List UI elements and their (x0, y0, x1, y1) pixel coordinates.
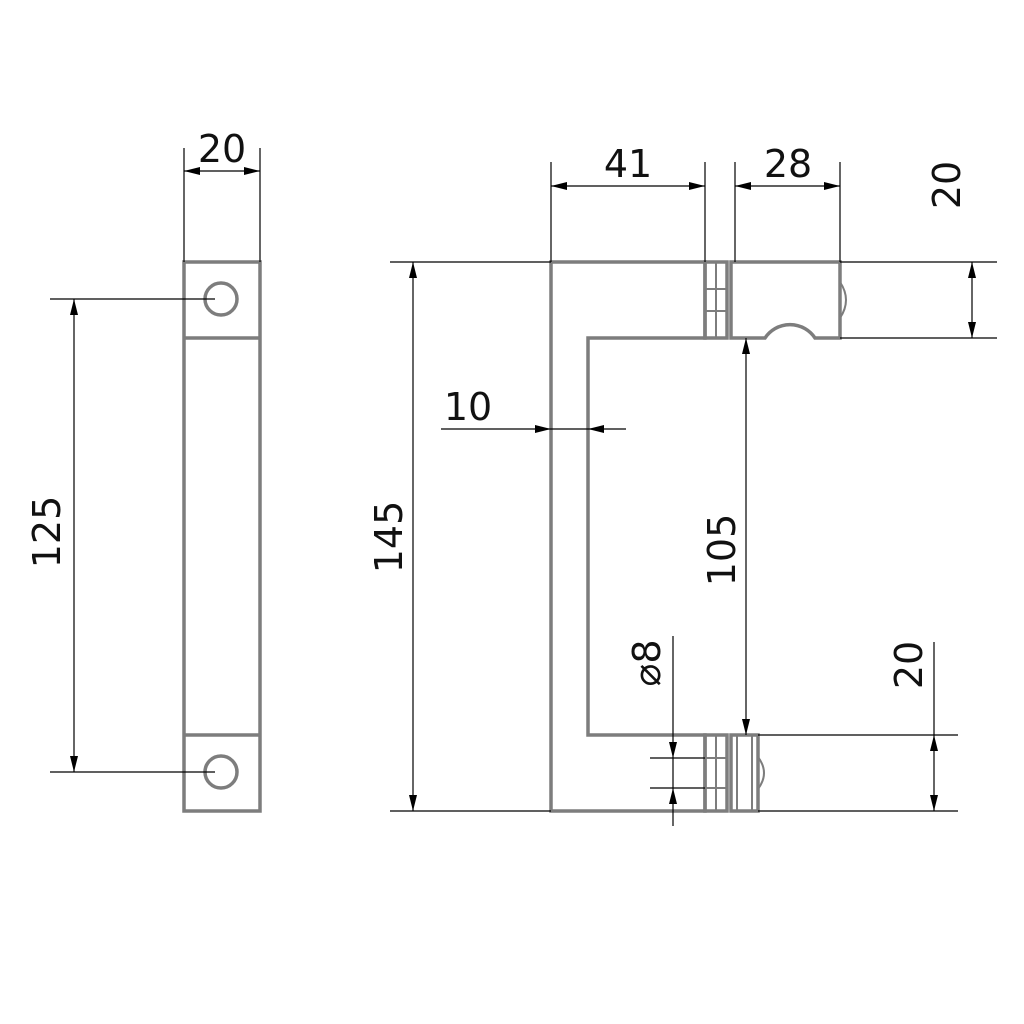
dim-overall-height: 145 (367, 261, 551, 812)
dim-bar-thickness: 10 (441, 385, 626, 433)
bottom-clamp-round (757, 756, 765, 790)
top-clamp-round (839, 281, 847, 319)
label-top-clamp-height: 20 (925, 161, 969, 209)
label-side-hole-spacing: 125 (25, 496, 69, 569)
side-view (182, 260, 262, 813)
label-bar-thickness: 10 (444, 385, 492, 429)
label-inner-height: 105 (700, 514, 744, 587)
label-front-depth: 41 (604, 142, 652, 186)
label-overall-height: 145 (367, 501, 411, 574)
front-view (549, 260, 847, 813)
label-bolt-diameter: ⌀8 (625, 639, 669, 686)
dim-front-depth: 41 (550, 142, 706, 262)
label-bottom-clamp-height: 20 (887, 641, 931, 689)
side-view-body (182, 260, 262, 813)
dim-bolt-diameter: ⌀8 (625, 636, 705, 826)
label-side-width: 20 (198, 127, 246, 171)
top-clamp-block (729, 260, 842, 340)
handle-body (549, 260, 707, 813)
dim-side-width: 20 (183, 127, 261, 262)
dim-top-clamp-height: 20 (840, 161, 997, 339)
dim-inner-height: 105 (700, 338, 750, 735)
dim-side-hole-spacing: 125 (25, 298, 215, 773)
label-clamp-width: 28 (764, 142, 812, 186)
dim-clamp-width: 28 (734, 142, 841, 262)
bottom-clamp-block (729, 733, 760, 813)
dim-bottom-clamp-height: 20 (758, 641, 958, 812)
